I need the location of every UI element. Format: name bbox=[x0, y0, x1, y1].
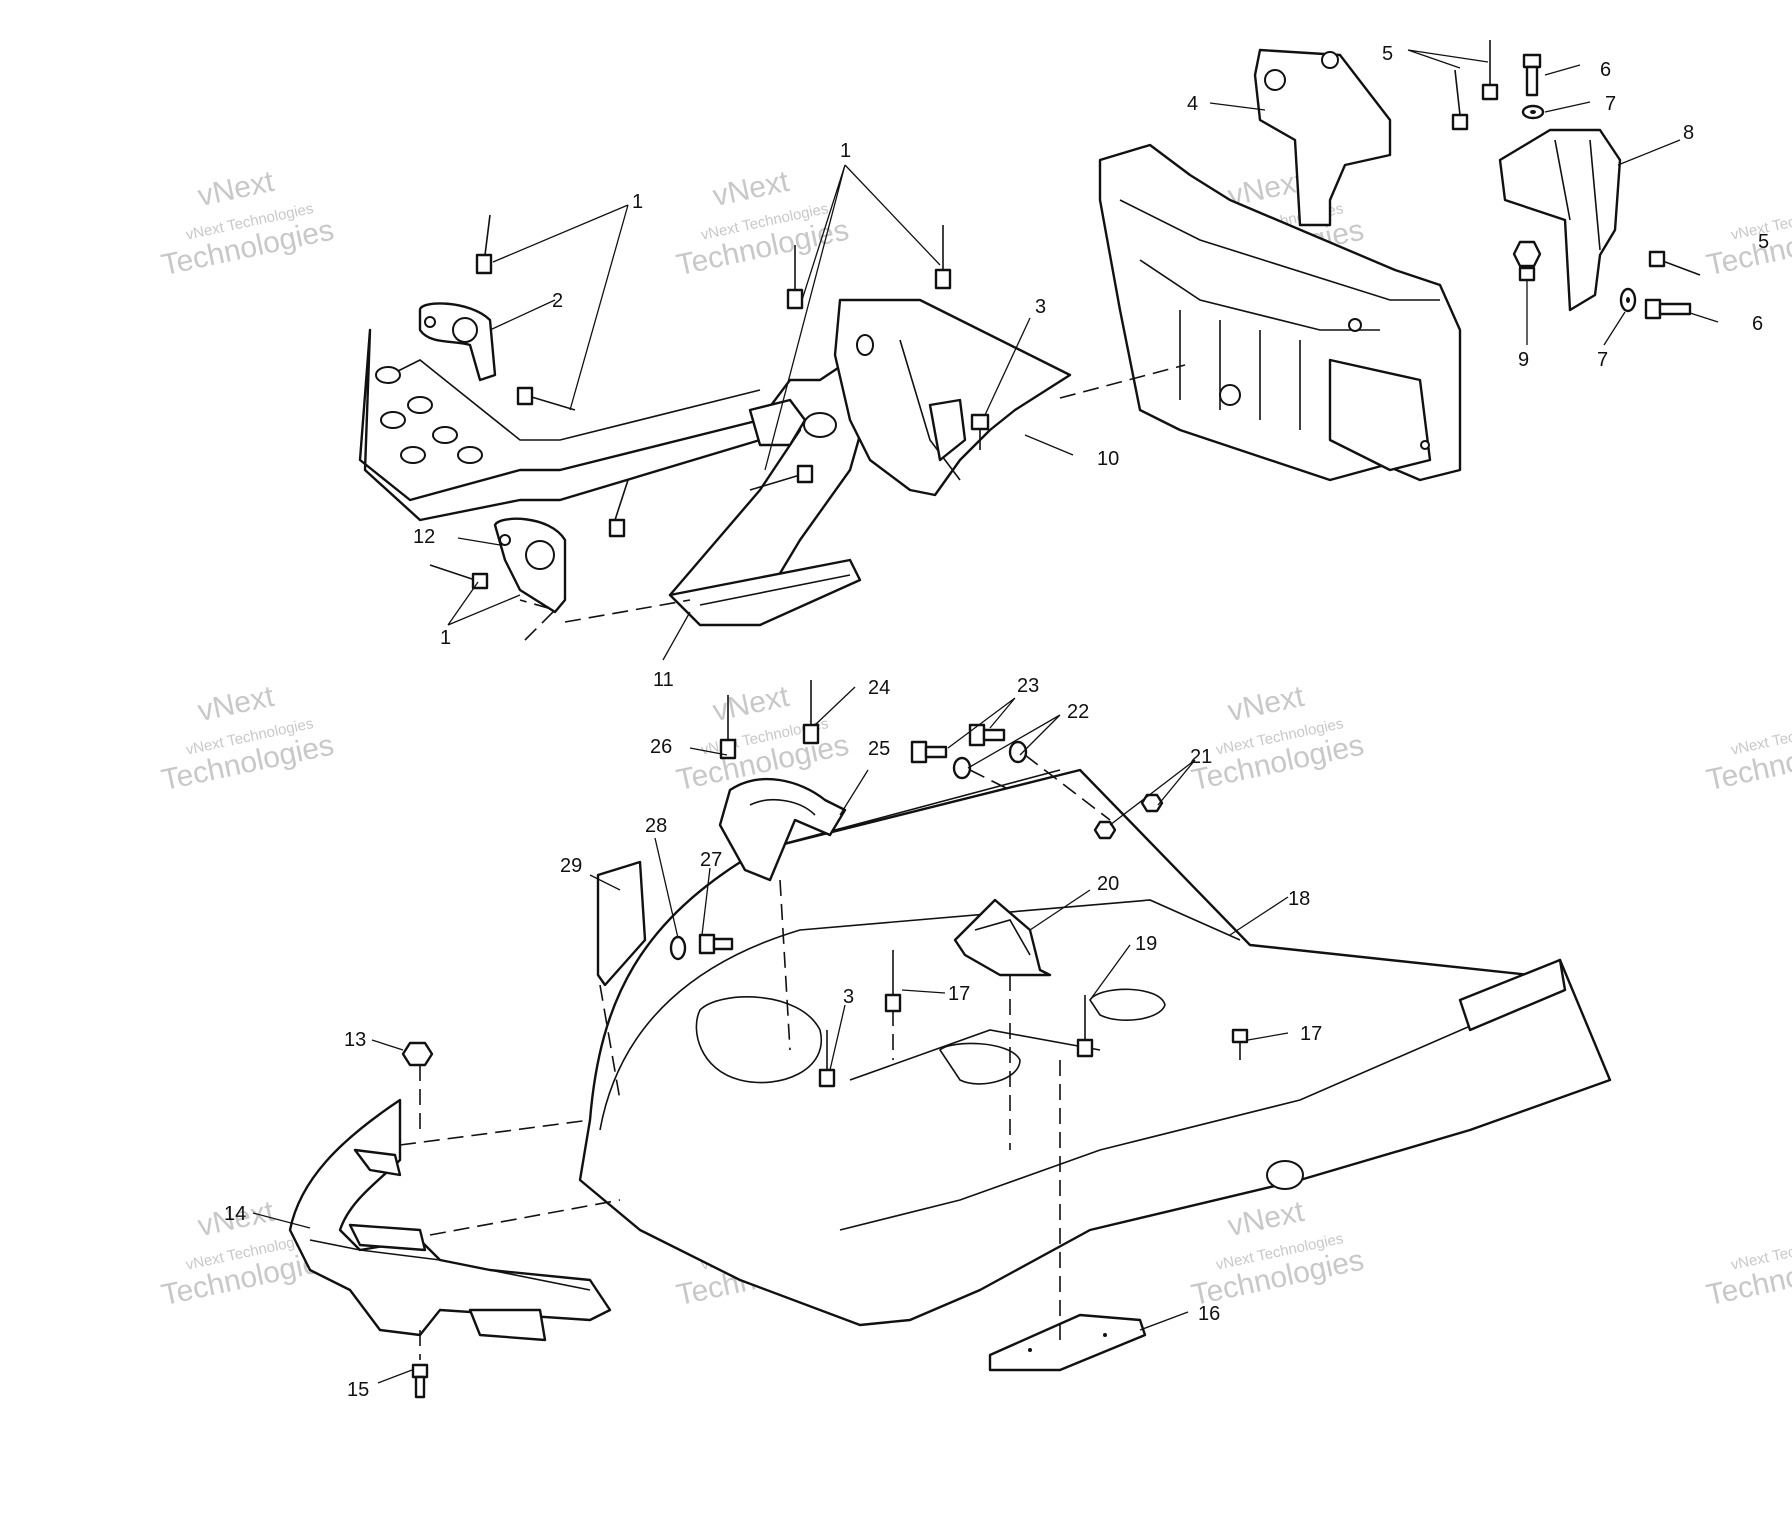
callout-1b: 1 bbox=[840, 140, 851, 162]
part-6-bolt-upper bbox=[1522, 53, 1542, 97]
callout-17b: 17 bbox=[1300, 1023, 1322, 1045]
callout-22: 22 bbox=[1067, 701, 1089, 723]
callout-27: 27 bbox=[700, 849, 722, 871]
part-19-rivet bbox=[1076, 995, 1094, 1058]
callout-4: 4 bbox=[1187, 93, 1198, 115]
callout-9: 9 bbox=[1518, 349, 1529, 371]
callout-13: 13 bbox=[344, 1029, 366, 1051]
part-2-bracket bbox=[418, 302, 497, 382]
leader-lines bbox=[252, 49, 1719, 1384]
dash-connector-14-to-hood-b bbox=[429, 1199, 621, 1236]
callout-28: 28 bbox=[645, 815, 667, 837]
dash-connector-12-to-11-b bbox=[519, 599, 557, 641]
part-7-washer-lower bbox=[1619, 287, 1637, 313]
part-21-nuts bbox=[1093, 793, 1164, 840]
part-11-support bbox=[668, 558, 862, 627]
callout-16: 16 bbox=[1198, 1303, 1220, 1325]
part-23-bolts bbox=[910, 723, 1006, 764]
callout-12: 12 bbox=[413, 526, 435, 548]
callout-26: 26 bbox=[650, 736, 672, 758]
watermark-tile-edge-1: vNext Technologies Technologies bbox=[1704, 200, 1792, 282]
dash-connector-12-to-11 bbox=[564, 599, 691, 623]
part-3-screw-upper bbox=[970, 413, 990, 450]
part-13-nut bbox=[401, 1041, 434, 1067]
part-1-rivets-upper bbox=[429, 214, 952, 590]
callout-18: 18 bbox=[1288, 888, 1310, 910]
callout-17a: 17 bbox=[948, 983, 970, 1005]
watermark-vnext: vNext bbox=[195, 165, 278, 213]
part-17-rivet-left bbox=[884, 950, 902, 1013]
part-29-plate bbox=[596, 860, 647, 987]
callout-3a: 3 bbox=[1035, 296, 1046, 318]
part-18-hood bbox=[578, 768, 1612, 1327]
callout-2: 2 bbox=[552, 290, 563, 312]
callout-5a: 5 bbox=[1382, 43, 1393, 65]
watermark-tile-1: vNext vNext Technologies Technologies bbox=[159, 165, 337, 282]
callout-20: 20 bbox=[1097, 873, 1119, 895]
watermark-vnext: vNext bbox=[710, 165, 793, 213]
dash-connector-25 bbox=[779, 879, 791, 1051]
callout-14: 14 bbox=[224, 1203, 246, 1225]
dash-connector-22 bbox=[969, 754, 1111, 821]
part-20-vent bbox=[953, 898, 1052, 977]
watermark-vnext: vNext bbox=[710, 680, 793, 728]
part-26-pin bbox=[719, 695, 737, 760]
dash-connector-29 bbox=[599, 984, 621, 1101]
watermark-tile-6: vNext vNext Technologies Technologies bbox=[1189, 680, 1367, 797]
part-27-bolt bbox=[698, 933, 734, 955]
callout-15: 15 bbox=[347, 1379, 369, 1401]
part-5-bolts bbox=[1451, 40, 1701, 276]
callout-5b: 5 bbox=[1758, 231, 1769, 253]
watermark-tile-9: vNext vNext Technologies Technologies bbox=[1189, 1195, 1367, 1312]
part-25-grille bbox=[718, 777, 847, 882]
part-16-plate bbox=[988, 1313, 1147, 1372]
callout-1a: 1 bbox=[632, 191, 643, 213]
callout-21: 21 bbox=[1190, 746, 1212, 768]
watermark-vnext: vNext bbox=[1225, 1195, 1308, 1243]
part-7-washer-upper bbox=[1521, 104, 1545, 120]
callout-19: 19 bbox=[1135, 933, 1157, 955]
watermark-tile-edge-3: vNext Technologies Technologies bbox=[1704, 1230, 1792, 1312]
part-10-bracket bbox=[833, 298, 1072, 497]
part-15-bolt bbox=[411, 1363, 429, 1399]
callout-8: 8 bbox=[1683, 122, 1694, 144]
part-8-bracket bbox=[1498, 128, 1622, 312]
part-28-washer bbox=[669, 935, 687, 961]
part-14-bumper bbox=[288, 1098, 612, 1342]
callout-11: 11 bbox=[653, 669, 674, 691]
watermark-vnext: vNext bbox=[195, 680, 278, 728]
callout-3b: 3 bbox=[843, 986, 854, 1008]
callout-29: 29 bbox=[560, 855, 582, 877]
part-3-screw-lower bbox=[818, 1030, 836, 1088]
watermark-tile-5: vNext vNext Technologies Technologies bbox=[674, 680, 852, 797]
callout-24: 24 bbox=[868, 677, 890, 699]
callout-6a: 6 bbox=[1600, 59, 1611, 81]
part-22-washers bbox=[952, 740, 1028, 780]
callout-6b: 6 bbox=[1752, 313, 1763, 335]
watermark-vnext: vNext bbox=[1225, 680, 1308, 728]
part-6-bolt-lower bbox=[1644, 298, 1692, 320]
part-9-nut bbox=[1512, 240, 1542, 282]
dash-connector-10-to-frame bbox=[1059, 364, 1186, 399]
dash-connector-14-to-hood-a bbox=[399, 1119, 591, 1146]
part-17-rivet-right bbox=[1231, 1028, 1249, 1060]
callout-23: 23 bbox=[1017, 675, 1039, 697]
watermark-tile-2: vNext vNext Technologies Technologies bbox=[674, 165, 852, 282]
part-4-bracket bbox=[1253, 48, 1392, 227]
part-24-pin bbox=[802, 680, 820, 745]
callout-1c: 1 bbox=[440, 627, 451, 649]
callout-7a: 7 bbox=[1605, 93, 1616, 115]
callout-10: 10 bbox=[1097, 448, 1119, 470]
watermark-tile-edge-2: vNext Technologies Technologies bbox=[1704, 715, 1792, 797]
callout-25: 25 bbox=[868, 738, 890, 760]
watermark-tile-4: vNext vNext Technologies Technologies bbox=[159, 680, 337, 797]
rear-frame bbox=[1098, 143, 1462, 482]
part-12-bracket bbox=[493, 517, 567, 614]
callout-7b: 7 bbox=[1597, 349, 1608, 371]
